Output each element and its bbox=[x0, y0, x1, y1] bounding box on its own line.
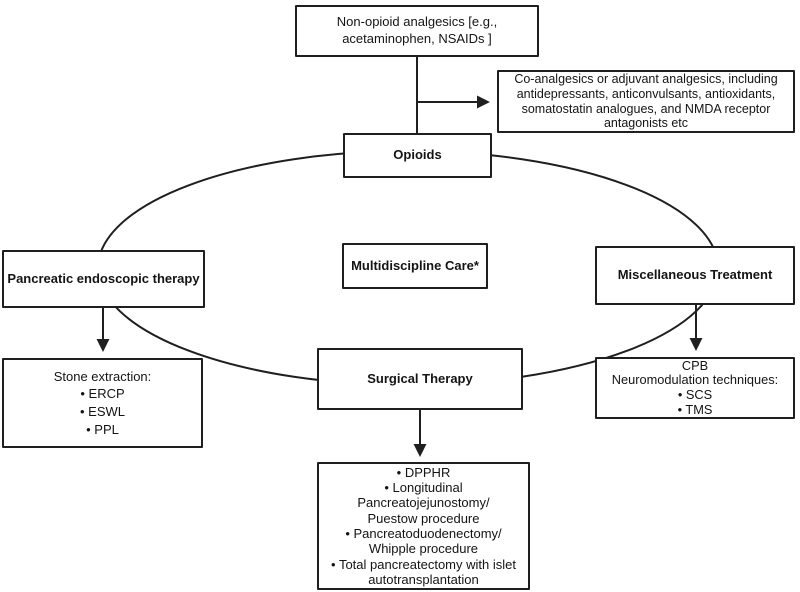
opioids-label: Opioids bbox=[393, 147, 442, 163]
box-cpb-neuromodulation: CPB Neuromodulation techniques: • SCS • … bbox=[595, 357, 795, 419]
box-surgical-therapy: Surgical Therapy bbox=[317, 348, 523, 410]
box-opioids: Opioids bbox=[343, 133, 492, 178]
non-opioid-analgesics-text: Non-opioid analgesics [e.g., acetaminoph… bbox=[336, 14, 498, 46]
box-miscellaneous-treatment: Miscellaneous Treatment bbox=[595, 246, 795, 305]
box-non-opioid-analgesics: Non-opioid analgesics [e.g., acetaminoph… bbox=[295, 5, 539, 57]
co-analgesics-text: Co-analgesics or adjuvant analgesics, in… bbox=[514, 72, 778, 131]
stone-extraction-list: Stone extraction: • ERCP • ESWL • PPL bbox=[53, 368, 152, 437]
box-multidiscipline-care: Multidiscipline Care* bbox=[342, 243, 488, 289]
pancreatic-endoscopic-therapy-label: Pancreatic endoscopic therapy bbox=[7, 270, 200, 286]
cpb-neuromodulation-list: CPB Neuromodulation techniques: • SCS • … bbox=[611, 357, 779, 417]
box-surgical-procedures: • DPPHR • Longitudinal Pancreatojejunost… bbox=[317, 462, 530, 590]
surgical-therapy-label: Surgical Therapy bbox=[367, 370, 473, 386]
box-co-analgesics: Co-analgesics or adjuvant analgesics, in… bbox=[497, 70, 795, 133]
multidiscipline-care-label: Multidiscipline Care* bbox=[351, 257, 479, 273]
box-stone-extraction: Stone extraction: • ERCP • ESWL • PPL bbox=[2, 358, 203, 448]
surgical-procedures-list: • DPPHR • Longitudinal Pancreatojejunost… bbox=[331, 464, 516, 587]
box-pancreatic-endoscopic-therapy: Pancreatic endoscopic therapy bbox=[2, 250, 205, 308]
miscellaneous-treatment-label: Miscellaneous Treatment bbox=[617, 267, 773, 283]
